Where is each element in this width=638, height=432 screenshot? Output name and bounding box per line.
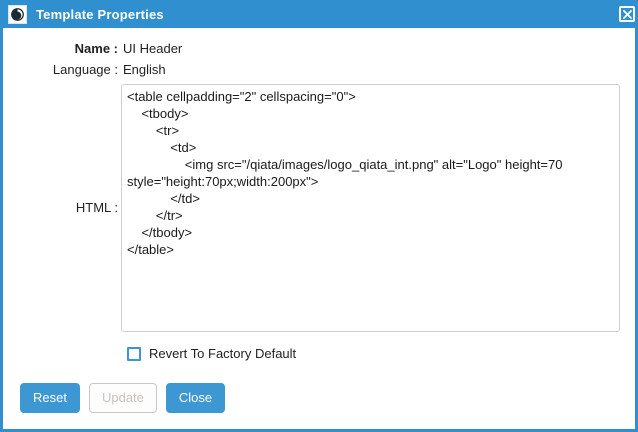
html-textarea-content: <table cellpadding="2" cellspacing="0"> … — [127, 89, 563, 257]
revert-to-factory-default-checkbox[interactable] — [127, 346, 141, 361]
html-textarea[interactable]: <table cellpadding="2" cellspacing="0"> … — [121, 84, 620, 332]
update-button: Update — [88, 383, 157, 413]
close-icon[interactable] — [619, 6, 635, 22]
field-row-language: Language : English — [19, 62, 166, 77]
close-button[interactable]: Close — [165, 383, 226, 413]
reset-button[interactable]: Reset — [20, 383, 80, 413]
html-label: HTML : — [75, 200, 118, 215]
field-row-name: Name : UI Header — [19, 41, 183, 56]
dialog-button-bar: Reset Update Close — [20, 383, 226, 413]
language-value: English — [123, 62, 166, 77]
revert-to-factory-default-label: Revert To Factory Default — [149, 346, 297, 361]
language-label: Language : — [52, 62, 118, 77]
dialog-body: Name : UI Header Language : English HTML… — [3, 28, 635, 429]
app-logo-icon — [8, 4, 27, 24]
name-value: UI Header — [123, 41, 183, 56]
dialog-title: Template Properties — [36, 6, 164, 22]
revert-to-factory-default-row[interactable]: Revert To Factory Default — [127, 346, 296, 361]
name-label: Name : — [74, 41, 118, 56]
dialog-titlebar: Template Properties — [3, 0, 638, 28]
